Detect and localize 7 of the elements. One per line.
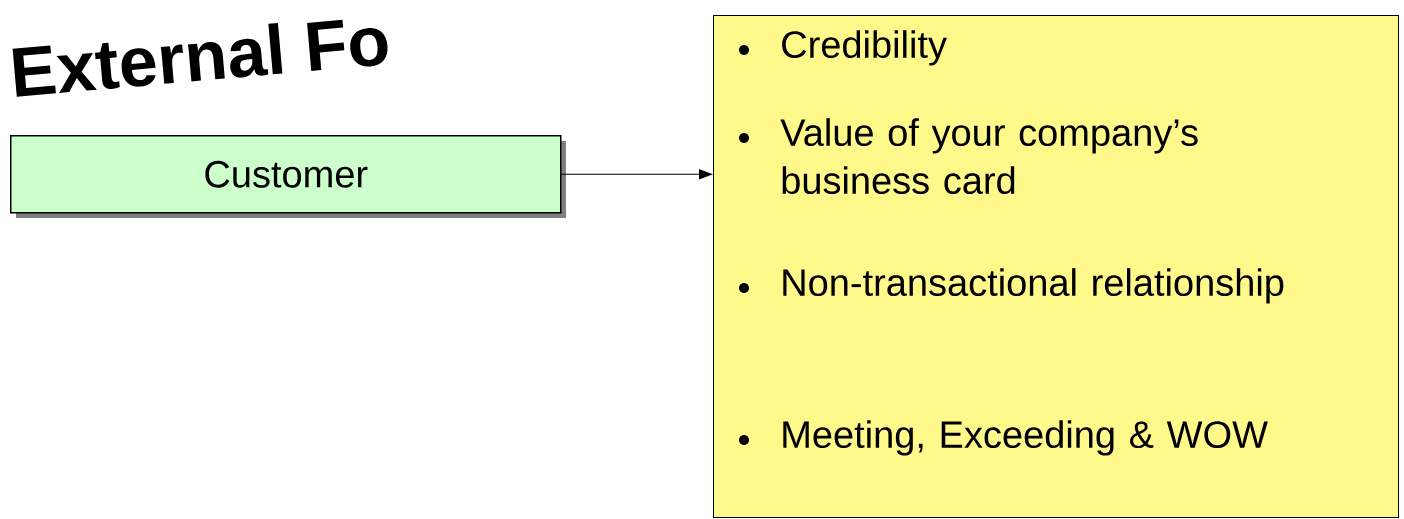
- bullet-text: Meeting, Exceeding & WOW: [783, 420, 1268, 456]
- bullet-text: Value of your company’s business card: [780, 118, 1198, 195]
- title: External Fo: [12, 19, 388, 97]
- bullet-text: Credibility: [782, 30, 947, 66]
- bullet-text: Non-transactional relationship: [783, 268, 1284, 304]
- process-box: Customer: [10, 135, 566, 218]
- list-box: [713, 15, 1399, 518]
